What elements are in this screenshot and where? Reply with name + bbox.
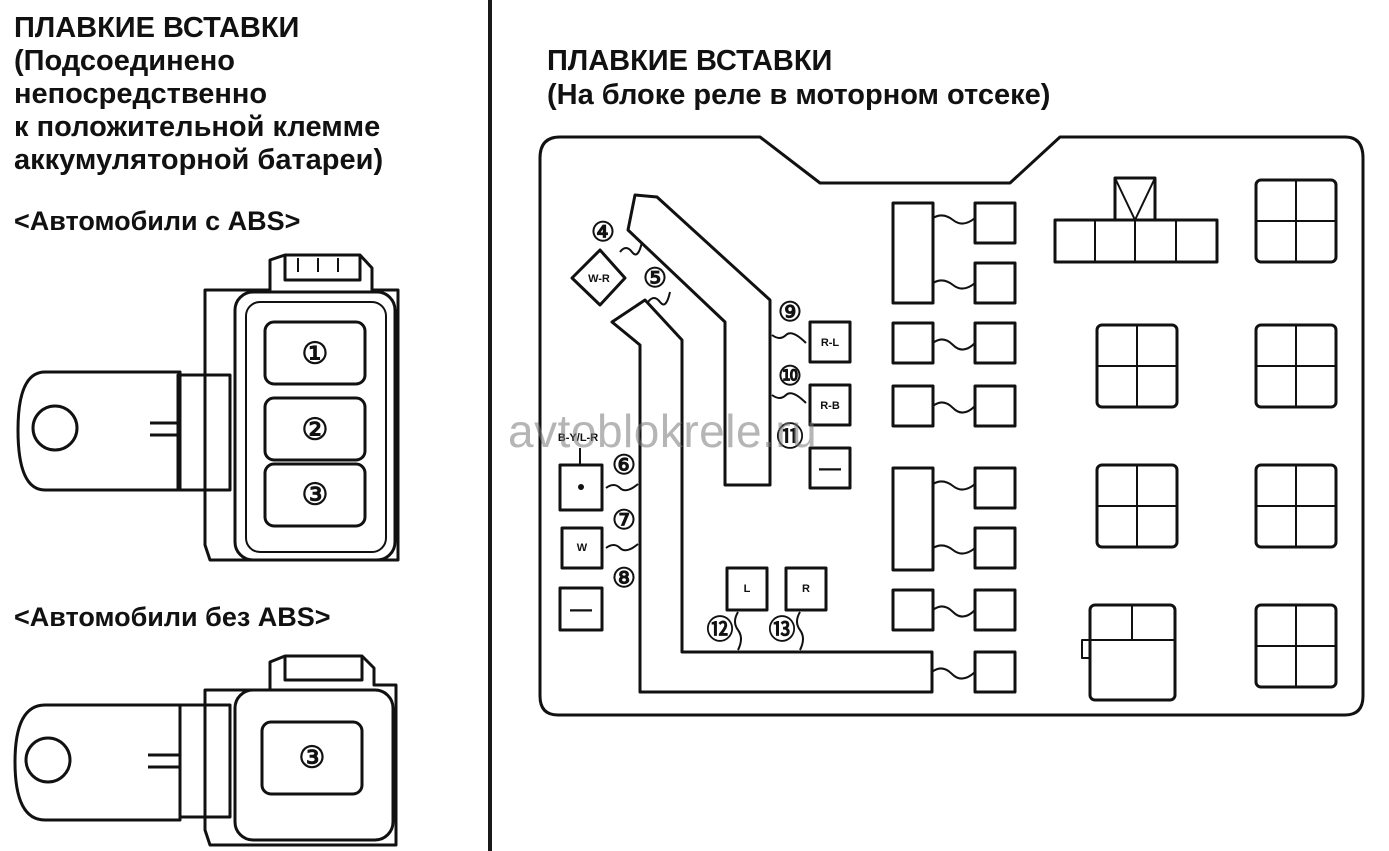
left-title-line-2: (Подсоединено [14, 45, 235, 77]
right-title-line-1: ПЛАВКИЕ ВСТАВКИ [547, 45, 833, 77]
fuse-box-7 [973, 466, 1017, 510]
fuse-box-1 [973, 201, 1017, 245]
fuse-12-terminal [725, 566, 769, 612]
relay-box-outline [538, 135, 1365, 717]
fuse-box-5 [891, 384, 935, 428]
wire-color-w-r: W-R [588, 273, 610, 285]
fuse-box-4 [973, 321, 1017, 365]
abs-fuse-label-3: ③ [302, 479, 329, 512]
fuse-box-10 [973, 588, 1017, 632]
fuse-9-terminal [808, 320, 852, 364]
non-abs-outer-housing [203, 654, 398, 847]
abs-outer-housing [203, 253, 400, 562]
fuse-8-terminal [558, 586, 604, 632]
fuse-11-terminal [808, 446, 852, 490]
abs-fuse-slot-3 [263, 462, 367, 528]
non-abs-inner-housing [233, 688, 395, 842]
abs-fuse-slot-2 [263, 396, 367, 462]
connector-strip [1053, 176, 1219, 264]
non-abs-terminal-hole [24, 736, 72, 784]
fuse-box-2 [973, 261, 1017, 305]
watermark: avtoblokrele.ru [508, 405, 818, 457]
fuse-4-terminal [570, 248, 627, 307]
blank-slot-mark-2: — [819, 456, 841, 481]
fuse-13-terminal [784, 566, 828, 612]
fuse-7-terminal [560, 526, 604, 570]
fuse-number-12: ⑫ [707, 614, 734, 645]
abs-fusible-link-block [16, 253, 400, 562]
fuse-box-3 [891, 321, 935, 365]
fuse-box-9 [891, 588, 935, 632]
fuse-number-11: ⑪ [777, 421, 804, 452]
fuse-box-8 [973, 526, 1017, 570]
relay-long-1 [891, 201, 935, 305]
left-panel-title: ПЛАВКИЕ ВСТАВКИ (Подсоединено непосредст… [14, 12, 383, 177]
abs-terminal-lug [16, 370, 182, 492]
left-title-line-1: ПЛАВКИЕ ВСТАВКИ [14, 12, 300, 44]
bus-bar-lower [610, 298, 934, 694]
fuse-number-6: ⑥ [612, 450, 636, 480]
fuse-number-4: ④ [591, 217, 615, 247]
abs-inner-housing [233, 290, 397, 562]
relay-long-2 [891, 466, 935, 572]
non-abs-fuse-label-3: ③ [299, 742, 326, 775]
abs-fuse-label-1: ① [302, 338, 329, 371]
fuse-box-6 [973, 384, 1017, 428]
non-abs-fusible-link-block [13, 654, 398, 847]
fuse-number-8: ⑧ [612, 563, 636, 593]
fuse-number-10: ⑩ [778, 361, 802, 391]
non-abs-fuse-slot-3 [260, 720, 364, 796]
fuse-number-5: ⑤ [643, 263, 667, 293]
wire-color-w: W [577, 542, 588, 554]
abs-terminal-hole [31, 404, 79, 452]
with-abs-label: <Автомобили с ABS> [14, 206, 301, 236]
right-panel-title: ПЛАВКИЕ ВСТАВКИ (На блоке реле в моторно… [547, 44, 1050, 112]
blank-slot-mark-1: — [570, 597, 592, 622]
abs-fuse-slot-1 [263, 320, 367, 386]
wire-color-r: R [802, 583, 810, 595]
wire-color-r-b: R-B [820, 400, 840, 412]
fuse-number-7: ⑦ [612, 505, 636, 535]
fuse-number-9: ⑨ [778, 297, 802, 327]
fuse-10-terminal [808, 383, 852, 427]
non-abs-terminal-lug [13, 703, 182, 822]
relay-grid [1081, 178, 1338, 702]
wire-color-b-yl-r: B-Y/L-R [558, 432, 598, 444]
without-abs-label: <Автомобили без ABS> [14, 602, 331, 632]
fuse-box-11 [973, 650, 1017, 694]
left-title-line-4: к положительной клемме [14, 111, 381, 143]
abs-fuse-label-2: ② [302, 414, 329, 447]
wire-color-r-l: R-L [821, 337, 840, 349]
left-title-line-5: аккумуляторной батареи) [14, 144, 384, 176]
bus-bar-upper [626, 193, 772, 487]
panel-divider [488, 0, 492, 851]
left-title-line-3: непосредственно [14, 78, 268, 110]
wire-color-l: L [744, 583, 751, 595]
fuse-number-13: ⑬ [769, 614, 796, 645]
right-title-line-2: (На блоке реле в моторном отсеке) [547, 79, 1051, 111]
